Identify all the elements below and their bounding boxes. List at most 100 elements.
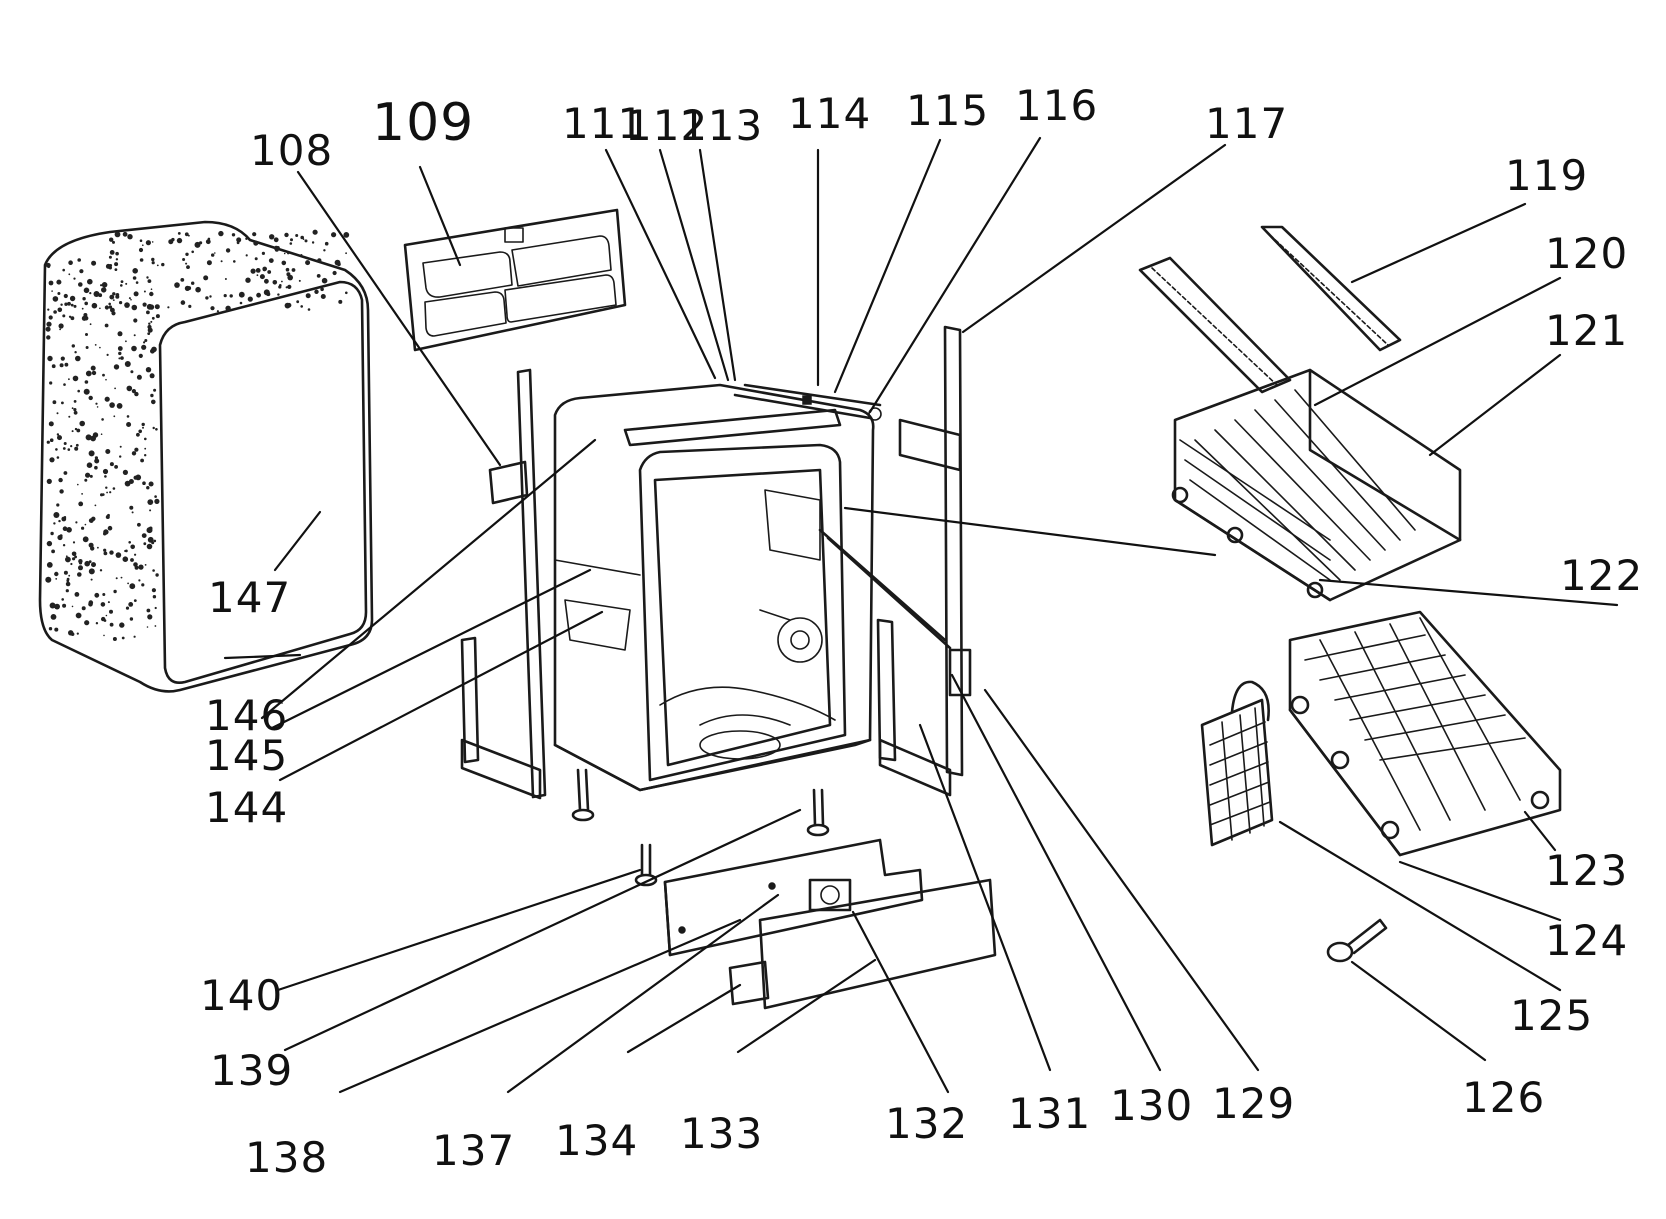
leader-144 (278, 610, 604, 782)
texture-speck (153, 388, 157, 392)
texture-speck (133, 318, 138, 323)
texture-speck (116, 403, 123, 409)
texture-speck (114, 231, 121, 238)
texture-speck (135, 281, 139, 284)
texture-speck (284, 232, 289, 238)
leader-134 (626, 983, 742, 1054)
texture-speck (136, 432, 140, 437)
leader-124 (1398, 860, 1562, 922)
texture-speck (141, 344, 147, 350)
texture-speck (58, 323, 64, 329)
texture-speck (119, 455, 122, 458)
texture-speck (107, 601, 110, 604)
texture-speck (272, 280, 278, 285)
texture-speck (66, 579, 70, 583)
leader-lines (223, 136, 1619, 1094)
texture-speck (126, 422, 132, 427)
texture-speck (105, 515, 110, 519)
texture-speck (46, 321, 52, 327)
texture-speck (57, 534, 63, 541)
leader-112 (658, 148, 730, 382)
texture-speck (84, 523, 87, 526)
texture-speck (252, 232, 257, 237)
texture-speck (77, 483, 79, 486)
texture-speck (152, 426, 155, 430)
texture-speck (291, 268, 296, 272)
texture-speck (94, 344, 97, 346)
texture-speck (278, 285, 282, 289)
texture-speck (145, 367, 152, 373)
texture-speck (106, 353, 109, 356)
texture-speck (109, 491, 112, 494)
texture-speck (205, 239, 211, 245)
texture-speck (57, 292, 61, 295)
texture-speck (125, 606, 130, 610)
texture-speck (133, 291, 139, 297)
texture-speck (151, 261, 155, 265)
texture-speck (320, 294, 326, 299)
texture-speck (102, 373, 105, 377)
texture-speck (133, 562, 138, 567)
texture-speck (155, 573, 159, 577)
texture-speck (89, 292, 92, 295)
texture-speck (188, 304, 192, 308)
texture-speck (245, 237, 248, 240)
texture-speck (105, 486, 108, 489)
texture-speck (75, 521, 78, 524)
texture-speck (45, 576, 52, 583)
texture-speck (210, 306, 215, 311)
texture-speck (146, 543, 153, 550)
texture-speck (58, 519, 61, 523)
texture-speck (64, 302, 68, 306)
texture-speck (311, 241, 315, 244)
texture-speck (229, 294, 233, 298)
texture-speck (331, 232, 337, 238)
leader-137 (506, 893, 780, 1094)
texture-speck (68, 260, 73, 266)
leader-133 (736, 958, 877, 1054)
texture-speck (120, 284, 123, 287)
texture-speck (52, 400, 57, 405)
texture-speck (130, 558, 134, 562)
texture-speck (128, 297, 131, 300)
leader-122b (1318, 578, 1619, 607)
texture-speck (130, 544, 135, 550)
texture-speck (99, 307, 101, 310)
texture-speck (109, 462, 114, 467)
texture-speck (85, 333, 88, 336)
texture-speck (105, 378, 107, 381)
texture-speck (259, 274, 265, 280)
texture-speck (65, 556, 71, 563)
texture-speck (138, 353, 143, 358)
callout-147: 147 (208, 573, 291, 622)
callout-121: 121 (1545, 306, 1628, 355)
texture-speck (81, 526, 85, 530)
part-147-cabinet-cover (38, 220, 374, 693)
texture-speck (73, 304, 77, 308)
texture-speck (111, 311, 116, 316)
texture-speck (147, 536, 154, 543)
texture-speck (155, 428, 158, 431)
texture-speck (109, 622, 114, 627)
texture-speck (90, 435, 96, 442)
texture-speck (102, 593, 106, 596)
leader-119 (1350, 202, 1527, 284)
texture-speck (296, 300, 300, 304)
texture-speck (65, 555, 68, 558)
texture-speck (56, 503, 60, 507)
texture-speck (343, 232, 350, 238)
texture-speck (167, 306, 170, 309)
part-140-leveling-legs (571, 768, 830, 887)
texture-speck (209, 295, 212, 298)
texture-speck (151, 588, 156, 593)
texture-speck (131, 451, 137, 456)
texture-speck (112, 240, 115, 244)
texture-speck (125, 282, 128, 285)
texture-speck (85, 434, 92, 441)
texture-speck (61, 516, 67, 522)
texture-speck (122, 231, 128, 237)
texture-speck (146, 626, 149, 628)
texture-speck (87, 278, 93, 285)
texture-speck (109, 294, 115, 300)
texture-speck (88, 395, 93, 401)
